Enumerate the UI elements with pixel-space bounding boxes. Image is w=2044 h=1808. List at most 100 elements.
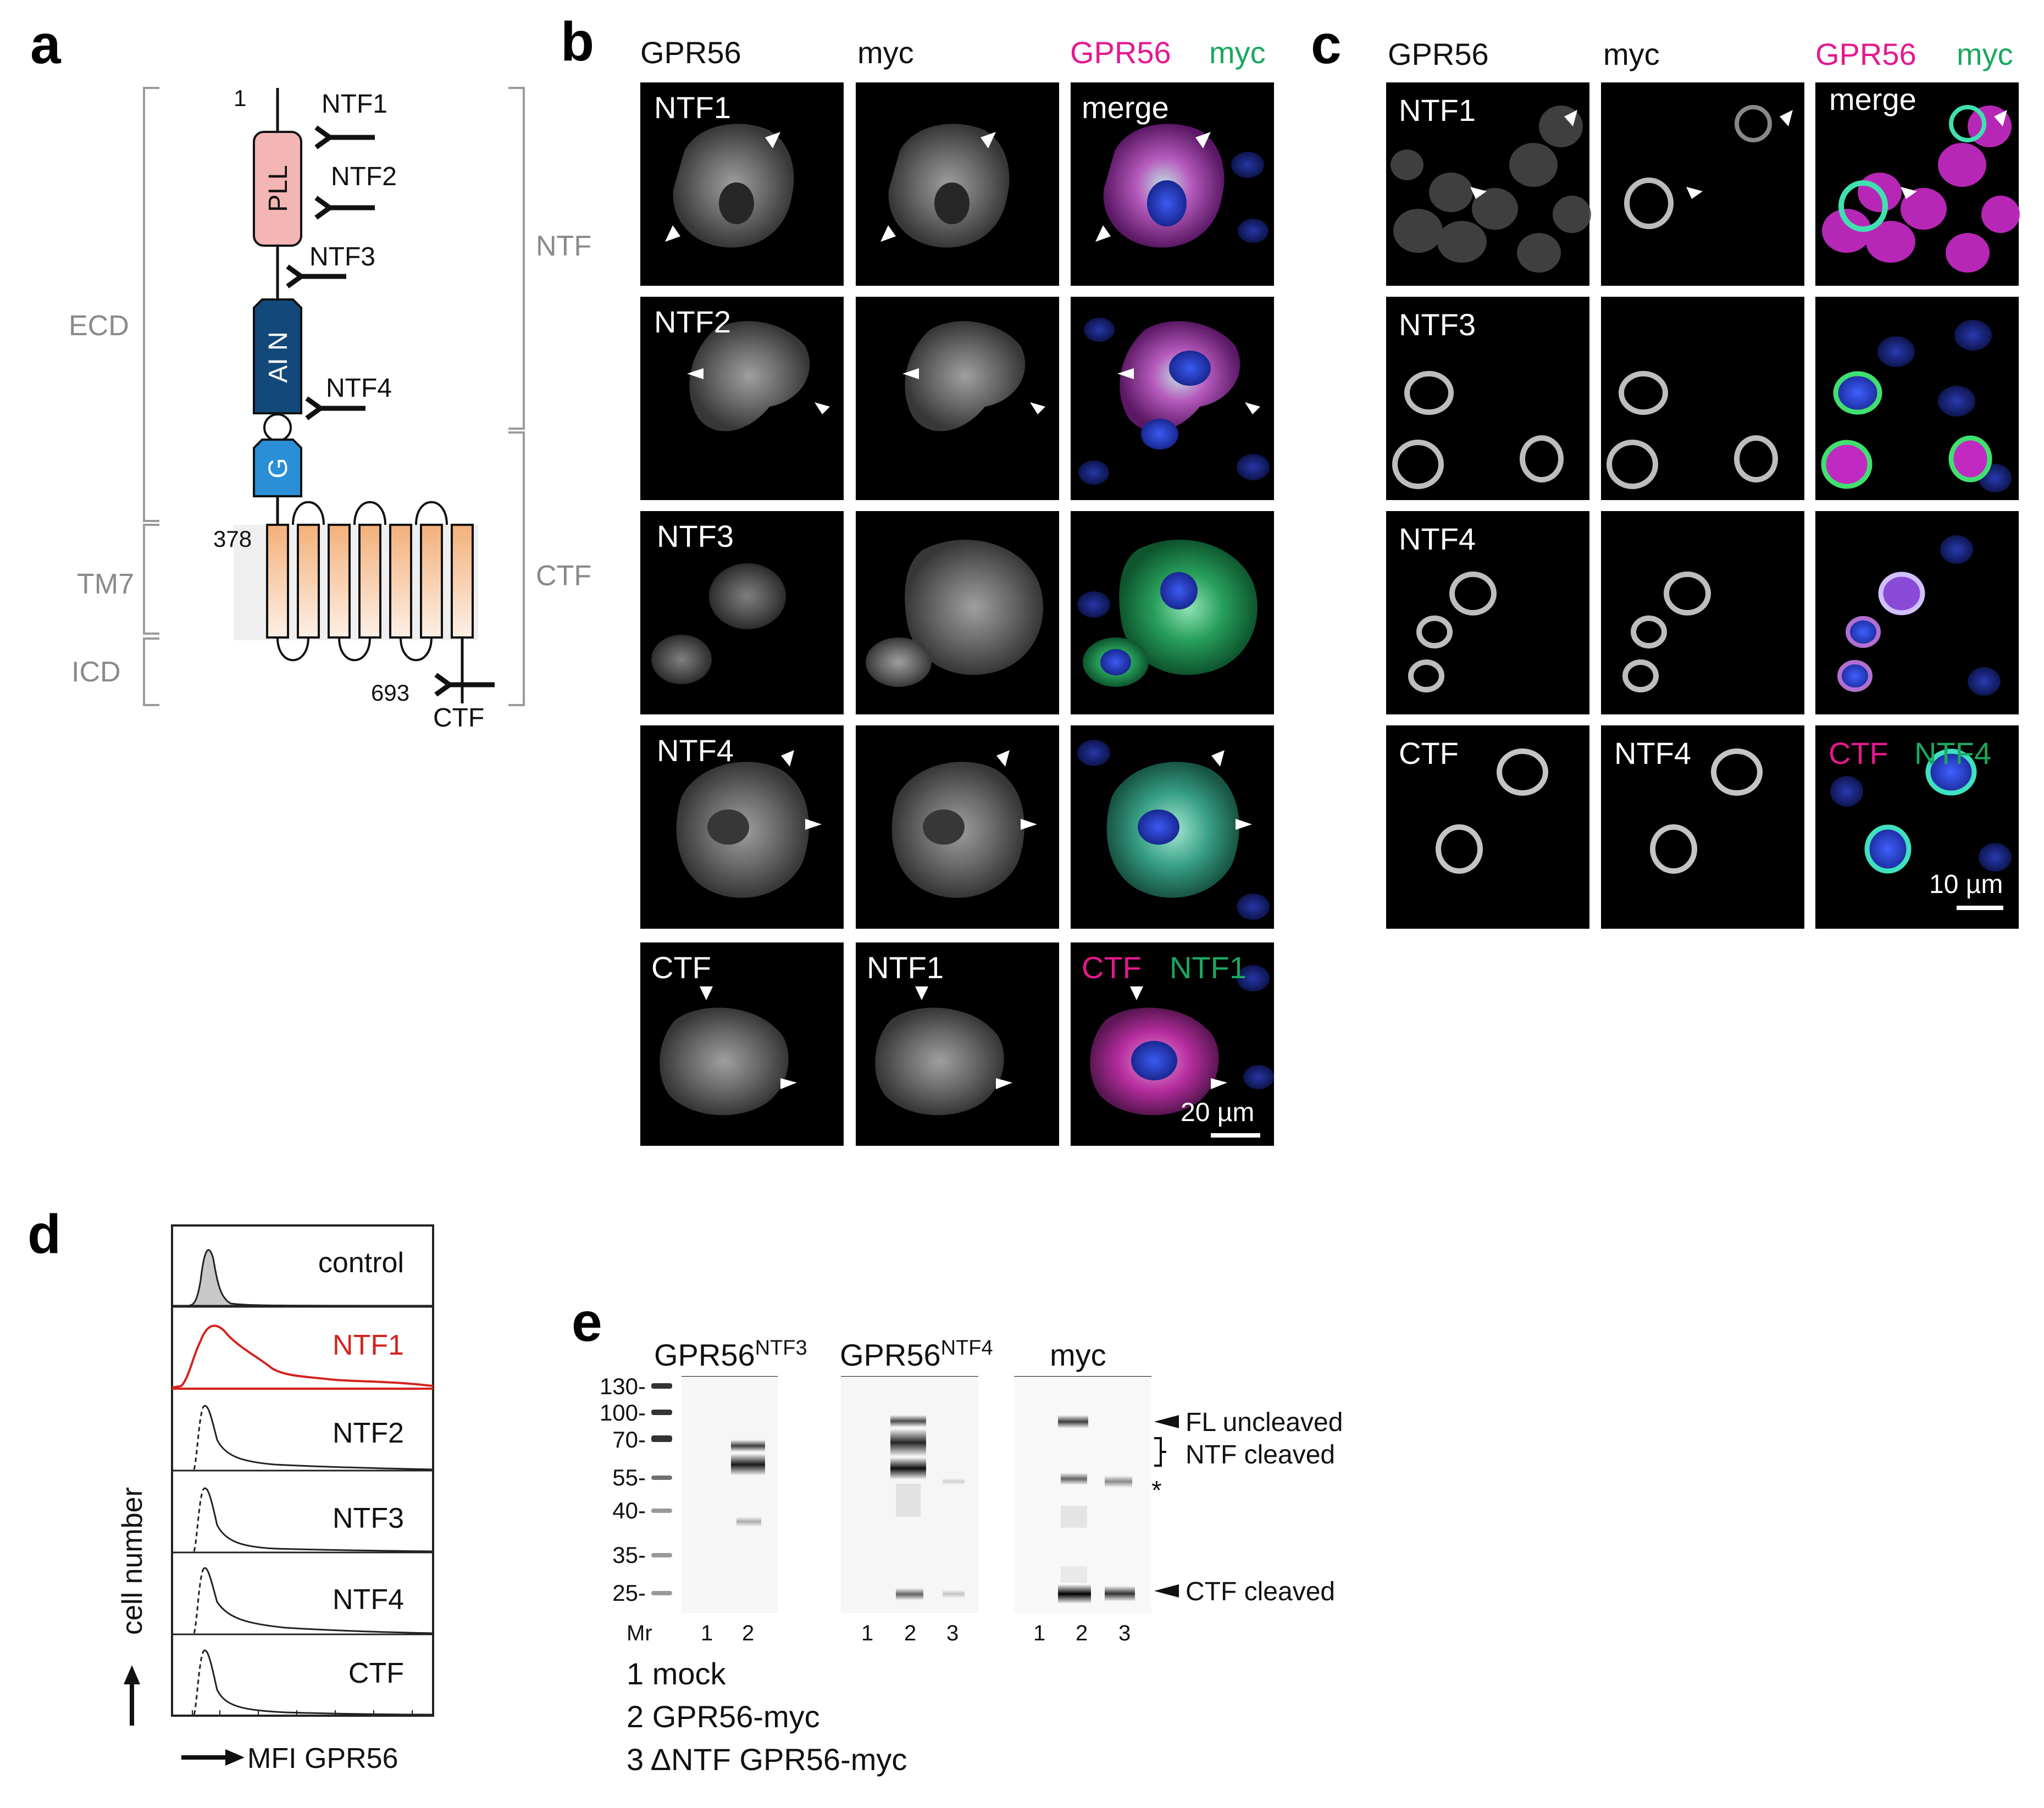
b-row5-col2-label: NTF1 [867,950,944,985]
c-col-header-gpr56: GPR56 [1388,37,1489,71]
b-col-header-gpr56: GPR56 [640,35,741,70]
legend-1: 1 mock [627,1656,726,1691]
ntf-label: NTF cleaved [1186,1440,1335,1469]
c-row2-label: NTF3 [1399,307,1476,342]
antibody-ntf1-icon [314,125,375,149]
histogram-ntf3 [193,1487,434,1552]
panel-label-e: e [572,1291,602,1353]
fragment-label-ctf: CTF [536,560,591,592]
b-row1-label: NTF1 [654,90,731,125]
c-arrowheads [1470,110,2007,199]
marker-labels: 130- 100- 70- 55- 40- 35- 25- [600,1373,646,1606]
residue-693: 693 [371,680,409,706]
hist-label-control: control [318,1247,404,1279]
antibody-ntf2-icon [314,196,375,220]
b-row4-label: NTF4 [657,733,734,768]
panel-label-a: a [30,14,62,75]
c-row4-merge-ntf4: NTF4 [1914,736,1991,770]
panel-a: a ECD TM7 ICD NTF CTF 1 PLL AI N G 378 [30,14,591,733]
panel-label-d: d [27,1204,61,1265]
c-row4-col2-label: NTF4 [1614,736,1691,770]
b-row1-merge-label: merge [1082,90,1169,125]
antibody-ctf-icon [434,673,495,697]
blot3-lane1: 1 [1033,1621,1045,1645]
mr-label: Mr [627,1621,652,1645]
antibody-label-ntf1: NTF1 [322,90,387,119]
blot1-lane1: 1 [701,1621,713,1645]
region-label-icd: ICD [71,656,121,688]
blot3-lane2: 2 [1076,1621,1088,1645]
b-arrowheads [665,132,1260,1089]
blot2-header: GPR56NTF4 [840,1336,993,1372]
marker-ladder [651,1383,672,1595]
svg-text:55-: 55- [612,1465,646,1490]
svg-text:130-: 130- [600,1373,646,1399]
c-row1-merge-label: merge [1829,82,1916,117]
blot1 [682,1377,778,1613]
b-row5-merge-ntf1: NTF1 [1170,950,1247,985]
c-cells [1391,105,2020,874]
legend-3: 3 ΔNTF GPR56-myc [627,1742,907,1777]
panel-e: e GPR56NTF3 GPR56NTF4 myc 130- 100- 70- … [572,1291,1343,1777]
b-col-header-myc: myc [857,35,914,70]
ain-label: AI N [264,331,293,382]
hist-label-ntf2: NTF2 [333,1417,404,1449]
b-row2-label: NTF2 [654,304,731,339]
histogram-ntf4 [193,1567,434,1634]
svg-text:25-: 25- [612,1580,646,1606]
ctf-arrow [1154,1584,1179,1598]
b-cells [651,124,1274,1116]
panel-d: d [27,1204,434,1774]
ntf-bracket [508,87,525,430]
b-col-header-merge-gpr56: GPR56 [1070,35,1171,70]
b-scale-bar [1211,1133,1260,1138]
linker-circle [263,413,292,442]
histogram-ntf2 [193,1405,434,1471]
ctf-label: CTF cleaved [1186,1577,1335,1606]
blot2-lane1: 1 [861,1621,873,1645]
tm-helices [266,501,474,703]
c-row3-label: NTF4 [1399,522,1476,556]
y-axis-label: cell number [117,1487,148,1635]
blot2-lane3: 3 [946,1621,959,1645]
c-col-header-myc: myc [1603,37,1660,71]
icd-bracket [143,637,159,706]
hist-label-ntf4: NTF4 [333,1584,404,1616]
b-scale-bar-label: 20 µm [1181,1098,1254,1127]
panel-c: c GPR56 myc GPR56 myc [1311,14,2020,929]
ain-domain [253,298,302,414]
blot2-lane2: 2 [904,1621,916,1645]
pll-domain [253,131,302,247]
svg-text:40-: 40- [612,1498,646,1523]
antibody-ntf3-icon [286,264,346,289]
hist-label-ntf3: NTF3 [333,1502,404,1534]
gps-domain [253,439,302,497]
blot3-header: myc [1050,1338,1106,1372]
ecd-bracket [143,87,159,522]
blot1-lane2: 2 [742,1621,754,1645]
antibody-icons [286,125,495,697]
ntf-bracket-e [1154,1437,1166,1467]
svg-text:35-: 35- [612,1542,646,1568]
hist-label-ctf: CTF [348,1657,404,1689]
histogram-ctf [193,1649,434,1716]
antibody-label-ntf4: NTF4 [326,374,392,403]
c-col-header-merge-gpr56: GPR56 [1815,37,1916,71]
c-scale-bar [1957,906,2003,910]
region-label-tm7: TM7 [77,568,134,600]
panel-label-c: c [1311,14,1342,75]
c-row1-label: NTF1 [1399,93,1476,127]
histogram-ntf1 [171,1324,434,1389]
antibody-ntf4-icon [305,396,365,420]
b-col-header-merge-myc: myc [1209,35,1266,70]
antibody-label-ntf2: NTF2 [331,162,397,191]
c-col-header-merge-myc: myc [1957,37,2013,71]
panel-b: b GPR56 myc GPR56 myc [561,11,1274,1146]
antibody-label-ntf3: NTF3 [309,242,375,271]
c-scale-bar-label: 10 µm [1929,870,2003,899]
residue-1: 1 [234,85,246,111]
blot1-header: GPR56NTF3 [654,1336,807,1372]
svg-text:70-: 70- [612,1427,646,1452]
antibody-label-ctf: CTF [433,703,484,733]
